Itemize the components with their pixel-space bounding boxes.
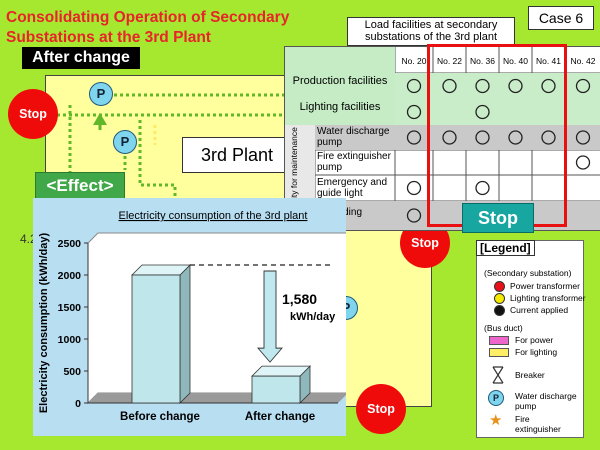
table-mark-circle <box>406 104 422 120</box>
legend-secondary-header: (Secondary substation) <box>484 268 572 278</box>
table-mark-circle <box>575 78 591 94</box>
chart-y-tick-label: 2500 <box>58 238 82 250</box>
chart-y-tick-label: 500 <box>63 366 81 378</box>
legend-title: [Legend] <box>476 240 535 256</box>
fire-extinguisher-icon: ★ <box>489 412 503 429</box>
legend-water-pump-line-2: pump <box>515 401 537 411</box>
load-label-line-1: Load facilities at secondary <box>364 19 498 31</box>
chart-x-tick-label: After change <box>245 411 315 423</box>
table-mark-circle <box>442 78 457 94</box>
water-pump-icon: P <box>113 130 137 154</box>
stop-button[interactable]: Stop <box>462 203 534 233</box>
row-label: Lighting facilities <box>299 101 381 113</box>
table-mark-circle <box>442 130 457 145</box>
stop-marker: Stop <box>8 89 58 139</box>
case-label: Case 6 <box>528 6 594 30</box>
legend-water-pump-line-1: Water discharge <box>515 391 577 401</box>
legend-lighting-transformer: Lighting transformer <box>510 293 586 303</box>
table-mark-circle <box>475 130 490 145</box>
row-label: Emergency and guide light <box>317 177 388 199</box>
column-header: No. 20 <box>401 56 427 66</box>
table-mark-circle <box>541 78 556 94</box>
chart-y-tick-label: 1500 <box>58 302 82 314</box>
table-marks <box>406 78 591 223</box>
header-shade <box>285 47 395 73</box>
legend-fire-line-1: Fire <box>515 414 530 424</box>
plant-label: 3rd Plant <box>182 137 292 173</box>
legend-breaker: Breaker <box>515 370 545 380</box>
table-mark-circle <box>575 155 591 170</box>
chart-bar <box>251 375 301 404</box>
row-shade <box>285 73 395 125</box>
legend-current-applied: Current applied <box>510 305 569 315</box>
table-mark-circle <box>508 78 523 94</box>
legend-fire-extinguisher: Fire extinguisher <box>515 414 561 434</box>
chart-annotation-value: 1,580 <box>282 291 317 307</box>
highlight-box <box>427 44 567 227</box>
row-label: Water discharge pump <box>317 126 390 148</box>
water-pump-icon: P <box>488 390 504 406</box>
legend-bus-header: (Bus duct) <box>484 323 523 333</box>
chart-bar-top <box>251 365 311 377</box>
chart-panel: Electricity consumption of the 3rd plant… <box>33 198 349 436</box>
consumption-chart: Electricity consumption of the 3rd plant… <box>38 210 349 423</box>
table-mark-circle <box>475 180 490 196</box>
column-header: No. 22 <box>436 56 463 66</box>
bus-power-icon <box>489 336 509 345</box>
breaker-icon <box>492 366 504 384</box>
chart-bar-side <box>179 264 191 404</box>
table-mark-circle <box>406 78 422 94</box>
chart-y-tick-label: 0 <box>75 398 81 410</box>
page-title: Consolidating Operation of Secondary Sub… <box>6 8 346 48</box>
chart-bar <box>131 274 181 404</box>
bus-lighting-icon <box>489 348 509 357</box>
row-label: Fire extinguisher pump <box>317 151 391 173</box>
chart-x-tick-label: Before change <box>120 411 200 423</box>
load-label-line-2: substations of the 3rd plant <box>364 31 498 43</box>
legend-power-transformer: Power transformer <box>510 281 580 291</box>
chart-y-tick-label: 2000 <box>58 270 82 282</box>
partial-text: 4.2 <box>20 232 37 246</box>
title-line-1: Consolidating Operation of Secondary <box>6 9 290 26</box>
legend-fire-line-2: extinguisher <box>515 424 561 434</box>
table-mark-circle <box>406 180 422 196</box>
stop-marker: Stop <box>356 384 406 434</box>
title-line-2: Substations at the 3rd Plant <box>6 29 211 46</box>
legend-for-lighting: For lighting <box>515 347 558 357</box>
chart-y-axis-label: Electricity consumption (kWh/day) <box>38 233 50 414</box>
chart-bar-top <box>131 264 191 276</box>
lighting-transformer-icon <box>494 293 505 304</box>
chart-title: Electricity consumption of the 3rd plant <box>119 210 308 222</box>
row-label: Production facilities <box>292 75 388 87</box>
after-change-label: After change <box>22 47 140 69</box>
load-facilities-label: Load facilities at secondary substations… <box>347 17 515 46</box>
column-header: No. 41 <box>535 56 562 66</box>
column-header: No. 40 <box>502 56 529 66</box>
table-mark-circle <box>406 130 422 145</box>
column-header: No. 42 <box>570 56 596 66</box>
table-mark-circle <box>475 104 490 120</box>
legend-for-power: For power <box>515 335 554 345</box>
table-mark-circle <box>575 130 591 145</box>
chart-annotation-unit: kWh/day <box>290 311 336 323</box>
table-mark-circle <box>475 78 490 94</box>
row-shade <box>315 125 395 150</box>
table-mark-circle <box>406 208 422 223</box>
water-pump-icon: P <box>89 82 113 106</box>
chart-reduction-arrow <box>257 270 283 363</box>
table-mark-circle <box>508 130 523 145</box>
legend-water-pump: Water discharge pump <box>515 391 577 411</box>
power-transformer-icon <box>494 281 505 292</box>
chart-y-tick-label: 1000 <box>58 334 82 346</box>
table-mark-circle <box>541 130 556 145</box>
current-applied-icon <box>494 305 505 316</box>
column-header: No. 36 <box>469 56 496 66</box>
effect-label: <Effect> <box>35 172 125 200</box>
